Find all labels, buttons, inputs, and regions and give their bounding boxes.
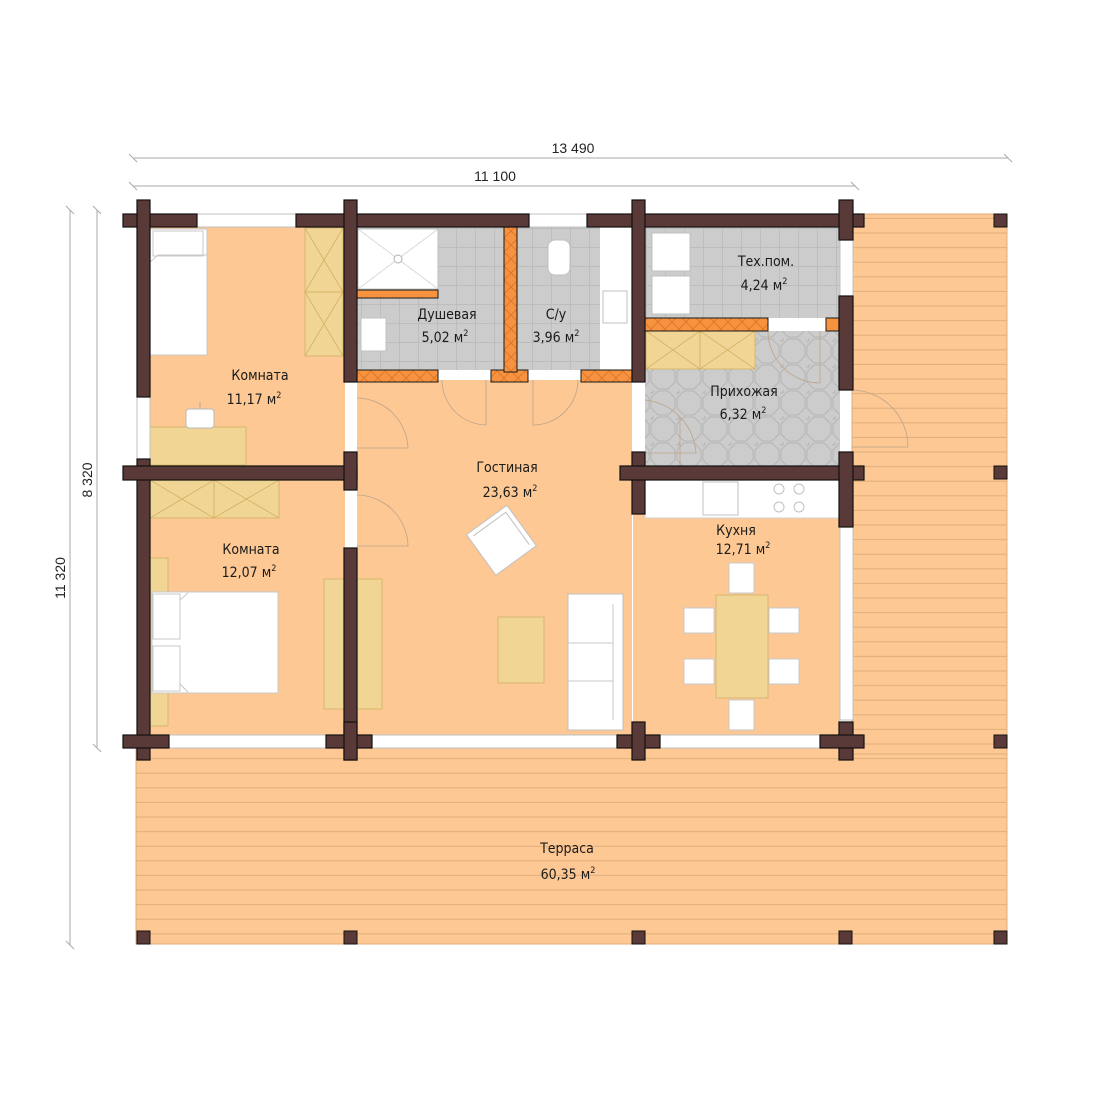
wardrobe-icon: [304, 227, 344, 357]
room-label-living: Гостиная 23,63 м2: [476, 460, 537, 501]
svg-text:Кухня: Кухня: [716, 523, 756, 539]
svg-text:Гостиная: Гостиная: [476, 460, 537, 476]
svg-text:Прихожая: Прихожая: [710, 384, 777, 400]
svg-text:12,71 м2: 12,71 м2: [716, 541, 771, 558]
sofa-icon: [567, 593, 624, 731]
chair-icon: [185, 402, 215, 429]
interior-partitions: [356, 226, 841, 383]
log-walls: [122, 199, 865, 761]
toilet-icon: [547, 239, 571, 276]
double-bed-icon: [151, 591, 279, 694]
sink-icon: [602, 290, 628, 324]
door-swings: [356, 330, 909, 547]
desk-icon: [149, 426, 247, 466]
room-label-hall: Прихожая 6,32 м2: [710, 384, 777, 423]
room-label-kitchen: Кухня 12,71 м2: [716, 523, 771, 558]
svg-text:5,02 м2: 5,02 м2: [422, 329, 469, 346]
svg-text:12,07 м2: 12,07 м2: [222, 564, 277, 581]
svg-text:23,63 м2: 23,63 м2: [483, 484, 538, 501]
shower-tray-icon: [357, 228, 439, 290]
svg-text:Тех.пом.: Тех.пом.: [737, 254, 794, 270]
wardrobe-icon: [149, 479, 280, 519]
dimension-label-overall-depth: 11 320: [52, 557, 68, 599]
armchair-icon: [465, 504, 538, 576]
coffee-table-icon: [497, 616, 545, 684]
svg-text:Терраса: Терраса: [539, 841, 594, 857]
room-label-room1: Комната 11,17 м2: [227, 368, 289, 408]
svg-text:60,35 м2: 60,35 м2: [541, 866, 596, 883]
dimension-label-house-width: 11 100: [474, 168, 516, 184]
svg-text:4,24 м2: 4,24 м2: [741, 277, 788, 294]
svg-text:С/у: С/у: [546, 307, 567, 323]
kitchen-counter-icon: [644, 479, 841, 519]
dimension-overall-width: [128, 153, 1013, 163]
room-label-tech: Тех.пом. 4,24 м2: [737, 254, 794, 294]
terrace-floor-south: [135, 747, 1008, 945]
room-label-terrace: Терраса 60,35 м2: [539, 841, 595, 883]
terrace-floor-east: [851, 213, 1008, 755]
dimension-house-depth: [92, 205, 102, 753]
room-label-wc: С/у 3,96 м2: [533, 307, 580, 346]
svg-text:Комната: Комната: [231, 368, 288, 384]
dining-set-icon: [683, 562, 800, 731]
single-bed-icon: [149, 228, 208, 356]
svg-text:Комната: Комната: [222, 542, 279, 558]
dimension-label-overall-width: 13 490: [552, 140, 595, 156]
dimension-house-width: [128, 181, 860, 191]
room-label-room2: Комната 12,07 м2: [222, 542, 280, 581]
svg-text:3,96 м2: 3,96 м2: [533, 329, 580, 346]
svg-text:Душевая: Душевая: [417, 307, 476, 323]
hall-cabinet-icon: [645, 330, 756, 370]
terrace-posts: [136, 213, 1008, 945]
room-label-shower: Душевая 5,02 м2: [417, 307, 476, 346]
svg-text:11,17 м2: 11,17 м2: [227, 391, 282, 408]
dimension-label-house-depth: 8 320: [79, 462, 95, 497]
svg-text:6,32 м2: 6,32 м2: [720, 406, 767, 423]
sink-icon: [360, 317, 387, 352]
dimension-overall-depth: [65, 205, 75, 950]
boiler-icon: [651, 232, 691, 272]
washer-icon: [651, 275, 691, 315]
